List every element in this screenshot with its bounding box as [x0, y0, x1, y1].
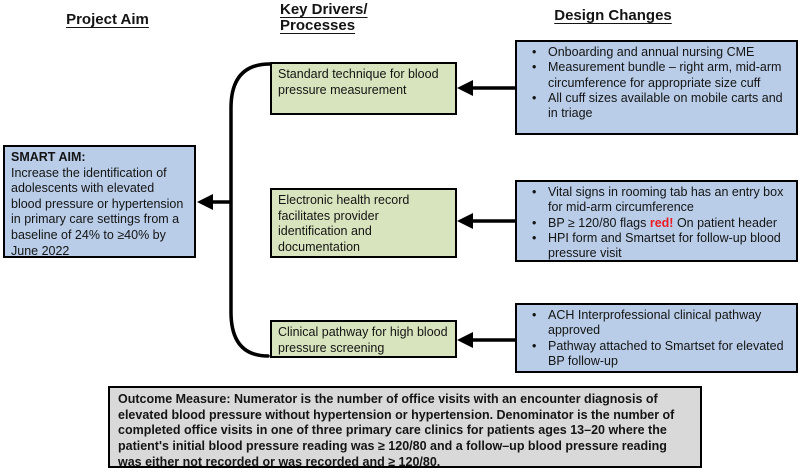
outcome-measure-label: Outcome Measure:: [118, 392, 231, 406]
bullet-list: Onboarding and annual nursing CMEMeasure…: [517, 45, 792, 121]
outcome-measure-body: Numerator is the number of office visits…: [118, 392, 675, 469]
red-flag-text: red!: [649, 215, 674, 230]
driver-box-ehr: Electronic health record facilitates pro…: [270, 188, 457, 258]
driver-box-standard-technique: Standard technique for blood pressure me…: [270, 62, 457, 115]
driver-box-clinical-pathway: Clinical pathway for high blood pressure…: [270, 320, 457, 358]
design-change-box-ehr-tools: Vital signs in rooming tab has an entry …: [515, 180, 798, 262]
bullet-item: Onboarding and annual nursing CME: [529, 45, 792, 61]
arrow-to-driver2-head: [457, 213, 473, 229]
design-changes-header: Design Changes: [554, 7, 672, 24]
design-change-box-measurement: Onboarding and annual nursing CMEMeasure…: [515, 40, 798, 135]
bullet-item: Measurement bundle – right arm, mid-arm …: [529, 60, 792, 91]
bullet-item: BP ≥ 120/80 flags red! On patient header: [529, 215, 792, 232]
bracket-connector: [229, 62, 272, 358]
bullet-item: Vital signs in rooming tab has an entry …: [529, 185, 792, 216]
arrow-to-driver1-head: [457, 80, 473, 96]
arrow-to-aim-head: [197, 194, 213, 210]
bullet-item: Pathway attached to Smartset for elevate…: [529, 339, 792, 370]
key-drivers-header: Key Drivers/ Processes: [280, 1, 368, 34]
bullet-item: ACH Interprofessional clinical pathway a…: [529, 308, 792, 339]
bullet-list: ACH Interprofessional clinical pathway a…: [517, 308, 792, 369]
outcome-measure-box: Outcome Measure: Numerator is the number…: [108, 386, 702, 469]
design-change-box-pathway: ACH Interprofessional clinical pathway a…: [515, 303, 798, 373]
arrow-to-driver3-head: [457, 332, 473, 348]
bullet-item: HPI form and Smartset for follow-up bloo…: [529, 231, 792, 262]
project-aim-header: Project Aim: [66, 11, 149, 28]
smart-aim-body: Increase the identification of adolescen…: [11, 165, 184, 258]
smart-aim-title: SMART AIM:: [11, 150, 86, 164]
smart-aim-box: SMART AIM: Increase the identification o…: [3, 145, 196, 258]
bullet-list: Vital signs in rooming tab has an entry …: [517, 185, 792, 261]
bullet-item: All cuff sizes available on mobile carts…: [529, 91, 792, 122]
